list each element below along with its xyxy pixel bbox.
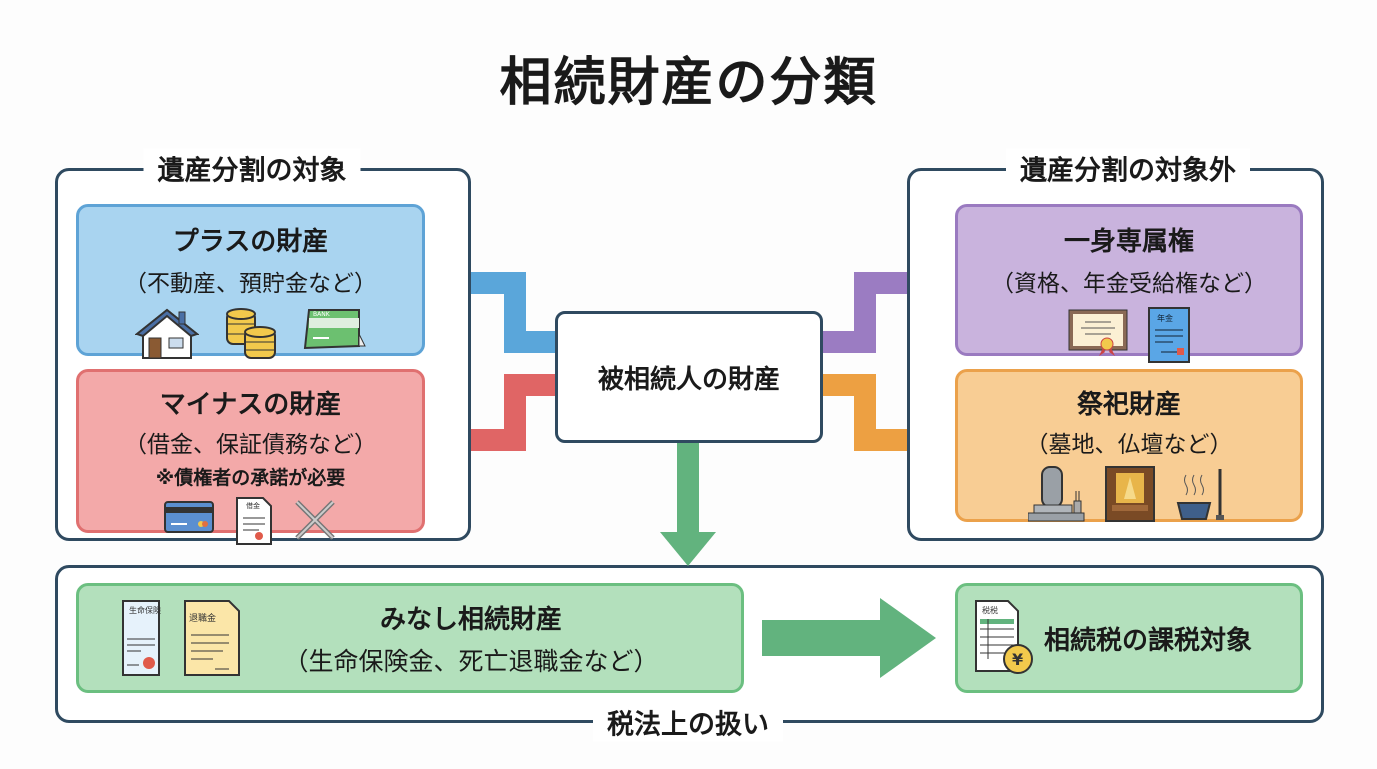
- personal-rights-subtitle: （資格、年金受給権など）: [991, 271, 1267, 297]
- minus-assets-title: マイナスの財産: [159, 390, 342, 420]
- arrow-to-taxable: [762, 598, 936, 678]
- group-label-outside-division: 遺産分割の対象外: [1006, 148, 1250, 188]
- certificate-icon: [1068, 309, 1128, 356]
- butsudan-icon: [1105, 466, 1155, 522]
- arrow-to-plus: [455, 272, 556, 353]
- minus-assets-card: マイナスの財産 （借金、保証債務など） ※債権者の承諾が必要 借金: [76, 369, 425, 545]
- group-label-tax-treatment: 税法上の扱い: [593, 702, 783, 742]
- chain-icon: [294, 500, 335, 540]
- house-icon: [134, 308, 199, 359]
- loan-document-icon: 借金: [235, 497, 272, 545]
- deemed-assets-card: 生命保険 退職金 みなし相続財産 （生命保険金、死亡退職金など）: [76, 583, 744, 693]
- taxable-title: 相続税の課税対象: [1044, 625, 1253, 656]
- plus-assets-subtitle: （不動産、預貯金など）: [124, 271, 377, 297]
- pension-document-icon: 年金: [1148, 307, 1190, 363]
- retirement-icon-text: 退職金: [189, 612, 216, 624]
- gravestone-icon: [1028, 466, 1085, 522]
- decedent-assets-box: 被相続人の財産: [555, 311, 823, 443]
- deemed-assets-subtitle: （生命保険金、死亡退職金など）: [283, 646, 659, 676]
- loan-icon-text: 借金: [246, 501, 260, 510]
- ritual-assets-subtitle: （墓地、仏壇など）: [1025, 432, 1233, 458]
- decedent-assets-label: 被相続人の財産: [597, 364, 780, 395]
- arrow-head-deemed: [660, 532, 716, 566]
- arrow-to-personal: [822, 272, 922, 353]
- arrow-to-ritual: [822, 374, 922, 451]
- bankbook-icon: BANK: [303, 309, 366, 350]
- incense-bowl-icon: [1176, 469, 1224, 520]
- personal-rights-card: 一身専属権 （資格、年金受給権など） 年金: [955, 204, 1303, 363]
- tax-form-yen-icon: 税税 ¥: [975, 600, 1033, 674]
- life-insurance-document-icon: 生命保険: [122, 600, 161, 676]
- plus-assets-card: プラスの財産 （不動産、預貯金など） BANK: [76, 204, 425, 359]
- bankbook-icon-text: BANK: [313, 311, 331, 318]
- ritual-assets-card: 祭祀財産 （墓地、仏壇など）: [955, 369, 1303, 522]
- coins-icon: [225, 308, 276, 359]
- retirement-document-icon: 退職金: [184, 600, 240, 676]
- personal-rights-title: 一身専属権: [1063, 227, 1194, 257]
- diagram-title: 相続財産の分類: [499, 53, 878, 113]
- taxable-card: 税税 ¥ 相続税の課税対象: [955, 583, 1303, 693]
- credit-card-icon: [163, 501, 214, 533]
- arrow-to-minus: [455, 374, 556, 451]
- insurance-icon-text: 生命保険: [129, 605, 161, 615]
- group-label-division: 遺産分割の対象: [143, 148, 361, 188]
- deemed-assets-title: みなし相続財産: [379, 604, 562, 635]
- tax-icon-text: 税税: [982, 605, 998, 615]
- pension-icon-text: 年金: [1157, 313, 1173, 323]
- arrow-to-deemed-shaft: [677, 443, 699, 535]
- plus-assets-title: プラスの財産: [172, 227, 329, 257]
- yen-icon-text: ¥: [1012, 650, 1023, 669]
- ritual-assets-title: 祭祀財産: [1076, 390, 1181, 420]
- minus-assets-subtitle: （借金、保証債務など）: [124, 432, 377, 458]
- minus-assets-note: ※債権者の承諾が必要: [155, 467, 346, 489]
